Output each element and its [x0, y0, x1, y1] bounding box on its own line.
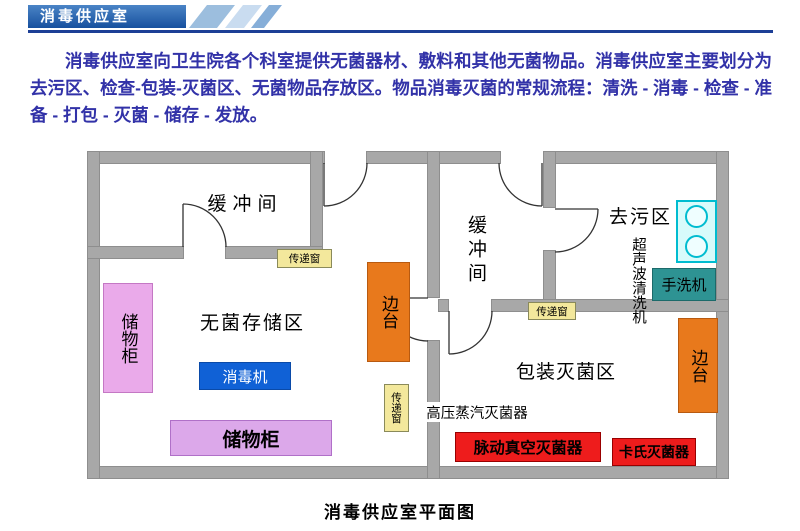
wall-decon-left-b: [543, 250, 556, 301]
wall-bottom: [87, 466, 729, 479]
plan-caption: 消毒供应室平面图: [324, 503, 476, 522]
room-label-buffer-mid: 缓冲间: [465, 215, 486, 287]
intro-paragraph: 消毒供应室向卫生院各个科室提供无菌器材、敷料和其他无菌物品。消毒供应室主要划分为…: [30, 51, 772, 125]
storage-cabinet-bottom: 储物柜: [170, 420, 332, 456]
room-label-decontamination: 去污区: [608, 207, 672, 228]
pulse-vacuum-sterilizer: 脉动真空灭菌器: [455, 432, 601, 462]
wall-middle-upper: [427, 151, 440, 298]
sink-basin-circle: [685, 235, 708, 258]
door-arc: [323, 162, 368, 207]
pass-window-mid: 传递窗: [384, 384, 409, 432]
wall-packaging-top-b: [491, 299, 729, 312]
door-arc: [498, 162, 543, 207]
wall-buffer-left-bottom-a: [87, 246, 184, 259]
wall-buffer-left-right: [310, 151, 323, 259]
wall-top-right: [543, 151, 729, 164]
autoclave-label: 高压蒸汽灭菌器: [411, 402, 543, 422]
side-table-right: 边台: [678, 318, 718, 413]
wall-left: [87, 151, 100, 479]
cassette-sterilizer: 卡氏灭菌器: [612, 438, 696, 466]
wall-decon-left-a: [543, 151, 556, 208]
page-title: 消毒供应室: [40, 8, 131, 25]
wall-top-left: [87, 151, 325, 164]
wall-buffer-left-bottom-b: [225, 246, 323, 259]
pass-window-right: 传递窗: [528, 302, 576, 320]
door-arc: [554, 208, 599, 253]
door-arc: [448, 310, 493, 355]
pass-window-top: 传递窗: [277, 249, 332, 268]
disinfector-machine: 消毒机: [199, 362, 291, 390]
wall-right: [716, 151, 729, 479]
room-label-buffer-left: 缓冲间: [207, 194, 283, 215]
wall-packaging-top-a: [438, 299, 449, 312]
sink-basin-circle: [685, 205, 708, 228]
header-banner: 消毒供应室: [28, 5, 186, 28]
hand-washer: 手洗机: [652, 268, 716, 301]
room-label-sterile-storage: 无菌存储区: [199, 313, 305, 334]
room-label-packaging: 包装灭菌区: [515, 362, 616, 383]
sink: [676, 200, 717, 263]
header-divider: [28, 30, 773, 33]
storage-cabinet-left: 储物柜: [103, 283, 153, 393]
side-table-left: 边台: [367, 262, 410, 362]
ultrasonic-cleaner-label: 超声波清洗机: [630, 236, 646, 324]
